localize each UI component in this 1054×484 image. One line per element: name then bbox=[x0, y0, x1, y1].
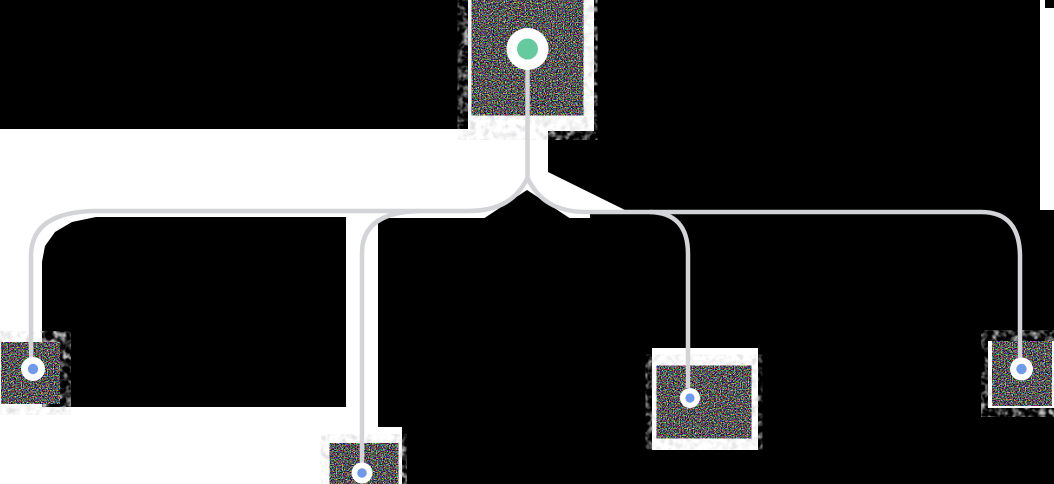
glitch-black-region bbox=[378, 218, 660, 484]
connector-branch-child-4[interactable] bbox=[525, 176, 1023, 358]
glitch-black-region bbox=[42, 217, 346, 407]
noise-patch bbox=[661, 369, 747, 435]
glitch-black-region bbox=[0, 0, 468, 129]
connector-drop-child-2[interactable] bbox=[359, 208, 421, 464]
glitch-black-region bbox=[480, 190, 574, 221]
glitch-black-region bbox=[548, 0, 1040, 210]
child-node-dot bbox=[357, 468, 367, 478]
root-node-dot bbox=[517, 38, 538, 60]
child-node-dot bbox=[27, 363, 39, 375]
connector-branch-child-1[interactable] bbox=[28, 176, 530, 358]
glitch-black-region bbox=[1045, 0, 1054, 8]
child-node-dot bbox=[1016, 363, 1027, 375]
child-node-dot bbox=[685, 393, 695, 403]
connector-drop-child-3[interactable] bbox=[649, 209, 691, 388]
